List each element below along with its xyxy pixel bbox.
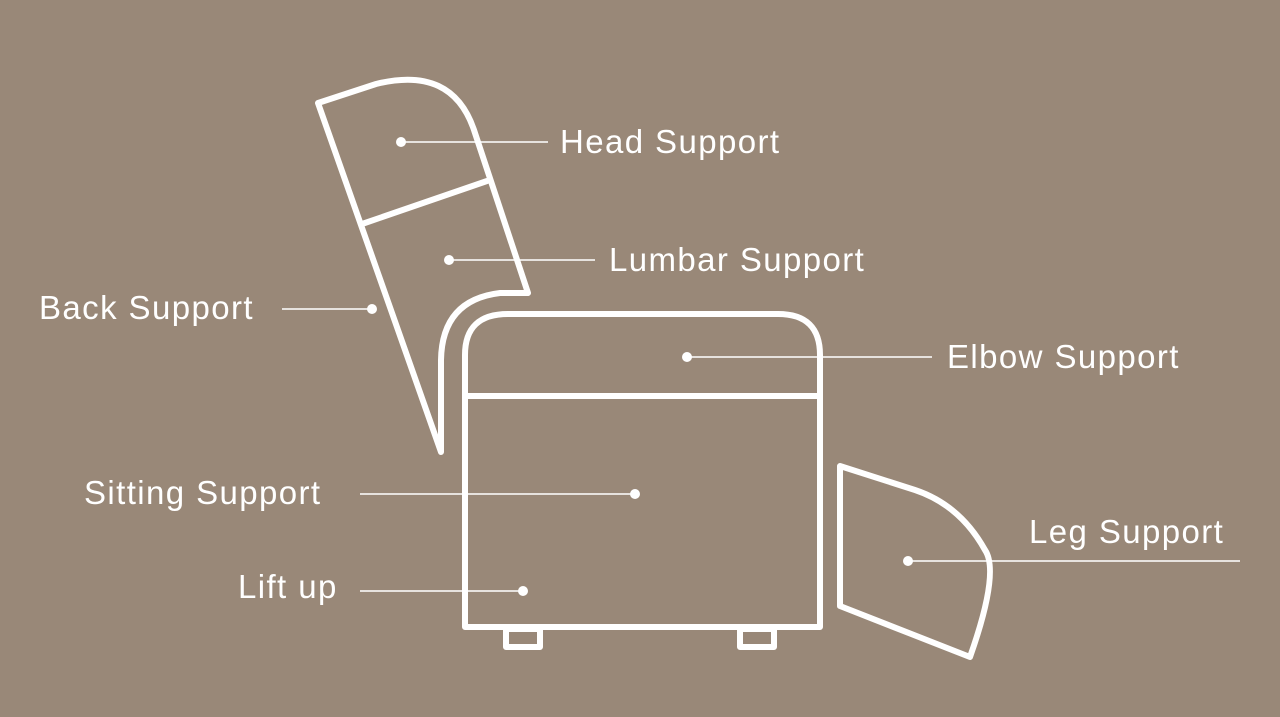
lift-up-label: Lift up xyxy=(238,568,338,605)
lumbar-marker-dot xyxy=(444,255,454,265)
head-lumbar-divider xyxy=(359,178,490,227)
seat-body-outline xyxy=(462,311,823,630)
left-foot xyxy=(503,626,543,650)
leg-support-label: Leg Support xyxy=(1029,513,1225,550)
sitting-marker-dot xyxy=(630,489,640,499)
elbow-marker-dot xyxy=(682,352,692,362)
leg-marker-dot xyxy=(903,556,913,566)
lumbar-support-label: Lumbar Support xyxy=(609,241,866,278)
head-support-label: Head Support xyxy=(560,123,781,160)
back-support-label: Back Support xyxy=(39,289,254,326)
legrest-outline xyxy=(837,463,993,660)
head-marker-dot xyxy=(396,137,406,147)
back-marker-dot xyxy=(367,304,377,314)
lift-marker-dot xyxy=(518,586,528,596)
backrest-outline xyxy=(315,76,531,455)
sitting-support-label: Sitting Support xyxy=(84,474,322,511)
elbow-support-label: Elbow Support xyxy=(947,338,1180,375)
right-foot xyxy=(737,626,777,650)
